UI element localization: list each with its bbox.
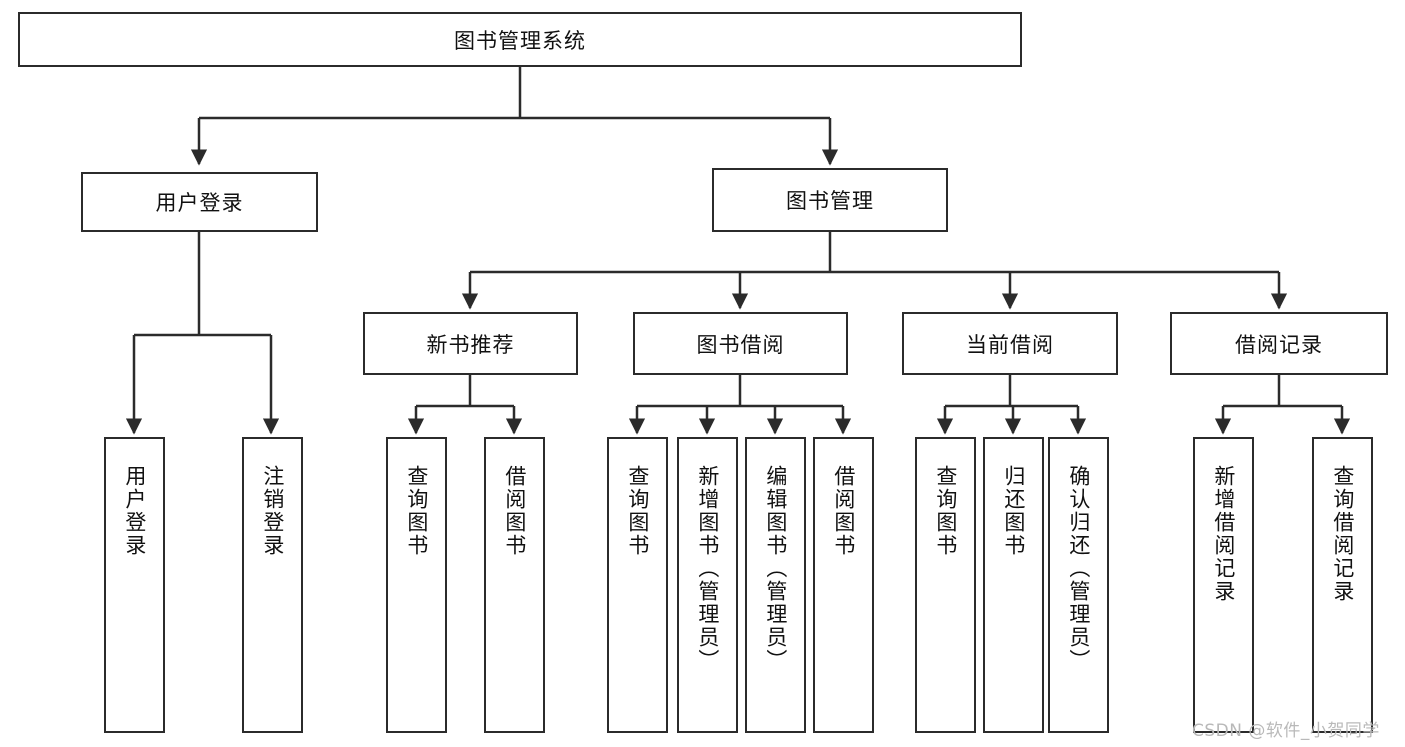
- node-borrow-record-label: 借阅记录: [1235, 332, 1323, 357]
- node-root[interactable]: 图书管理系统: [18, 12, 1022, 67]
- node-book-borrow-label: 图书借阅: [696, 332, 785, 357]
- leaf-book-borrow-edit-book[interactable]: 编辑图书（管理员）: [745, 437, 806, 733]
- node-user-login[interactable]: 用户登录: [81, 172, 318, 232]
- node-book-management-label: 图书管理: [786, 189, 874, 213]
- node-user-login-label: 用户登录: [155, 191, 244, 215]
- node-current-borrow-label: 当前借阅: [966, 332, 1054, 357]
- leaf-new-book-borrow-book[interactable]: 借阅图书: [484, 437, 545, 733]
- leaf-current-borrow-return-book[interactable]: 归还图书: [983, 437, 1044, 733]
- node-current-borrow[interactable]: 当前借阅: [902, 312, 1118, 375]
- leaf-current-borrow-query-book[interactable]: 查询图书: [915, 437, 976, 733]
- leaf-borrow-record-query-record[interactable]: 查询借阅记录: [1312, 437, 1373, 733]
- node-borrow-record[interactable]: 借阅记录: [1170, 312, 1388, 375]
- leaf-user-login-logout[interactable]: 注销登录: [242, 437, 303, 733]
- leaf-label: 新增借阅记录: [1211, 465, 1236, 603]
- leaf-label: 编辑图书（管理员）: [763, 465, 788, 672]
- node-root-label: 图书管理系统: [454, 28, 586, 53]
- watermark-text: CSDN @软件_小贺同学: [1192, 721, 1380, 741]
- leaf-new-book-query-book[interactable]: 查询图书: [386, 437, 447, 733]
- leaf-label: 借阅图书: [831, 465, 856, 557]
- leaf-user-login-login[interactable]: 用户登录: [104, 437, 165, 733]
- node-new-book-recommend-label: 新书推荐: [426, 332, 515, 357]
- leaf-label: 归还图书: [1001, 465, 1026, 557]
- node-book-borrow[interactable]: 图书借阅: [633, 312, 848, 375]
- leaf-book-borrow-add-book[interactable]: 新增图书（管理员）: [677, 437, 738, 733]
- leaf-book-borrow-borrow-book[interactable]: 借阅图书: [813, 437, 874, 733]
- leaf-label: 查询图书: [404, 465, 429, 557]
- leaf-label: 新增图书（管理员）: [695, 465, 720, 672]
- leaf-borrow-record-add-record[interactable]: 新增借阅记录: [1193, 437, 1254, 733]
- leaf-book-borrow-query-book[interactable]: 查询图书: [607, 437, 668, 733]
- leaf-label: 用户登录: [122, 465, 147, 557]
- leaf-label: 查询借阅记录: [1330, 465, 1355, 603]
- leaf-label: 确认归还（管理员）: [1066, 465, 1091, 672]
- leaf-label: 查询图书: [625, 465, 650, 557]
- leaf-label: 注销登录: [260, 465, 285, 557]
- node-new-book-recommend[interactable]: 新书推荐: [363, 312, 578, 375]
- leaf-label: 借阅图书: [502, 465, 527, 557]
- leaf-current-borrow-confirm-return[interactable]: 确认归还（管理员）: [1048, 437, 1109, 733]
- node-book-management[interactable]: 图书管理: [712, 168, 948, 232]
- leaf-label: 查询图书: [933, 465, 958, 557]
